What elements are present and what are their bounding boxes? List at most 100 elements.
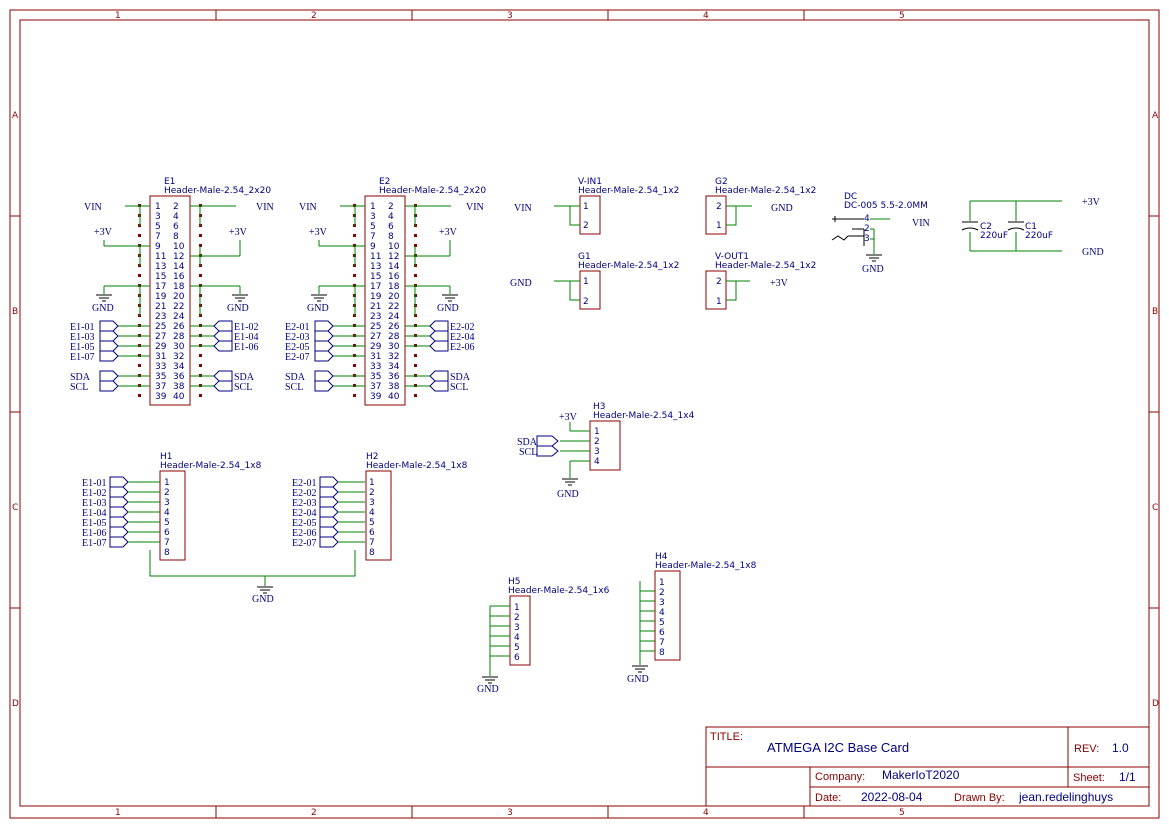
pin-number: 9	[370, 242, 376, 252]
pin-number: 10	[173, 242, 185, 252]
pin-number: 23	[155, 312, 166, 322]
pin-marker	[414, 234, 417, 237]
net-label-vin: VIN	[466, 202, 484, 213]
H3-value: Header-Male-2.54_1x4	[593, 411, 695, 421]
pin-number: 3	[369, 498, 375, 508]
net-flag	[314, 370, 334, 382]
H1-ref: H1	[160, 452, 173, 462]
pin-number: 2	[173, 202, 179, 212]
G1-ref: G1	[578, 252, 591, 262]
net-label: SCL	[234, 382, 252, 393]
net-flag	[109, 526, 129, 538]
pin-number: 4	[388, 212, 394, 222]
C2-value: 220uF	[980, 231, 1008, 241]
pin-number: 4	[369, 508, 375, 518]
pin-number: 29	[370, 342, 382, 352]
ground-symbol	[96, 294, 112, 302]
pin-number: 35	[155, 372, 166, 382]
pin-number: 24	[388, 312, 400, 322]
VOUT1-body	[705, 270, 727, 310]
pin-marker	[138, 234, 141, 237]
net-label: E1-06	[82, 528, 106, 539]
pin-number: 18	[173, 282, 185, 292]
pin-number: 23	[370, 312, 381, 322]
net-flag	[99, 340, 119, 352]
C1-ref: C1	[1025, 222, 1037, 232]
pin-number: 5	[155, 222, 161, 232]
net-label-vin: VIN	[84, 202, 102, 213]
net-label: E2-05	[292, 518, 316, 529]
net-flag	[109, 496, 129, 508]
net-label-sda: SDA	[517, 437, 538, 448]
pin-marker	[138, 394, 141, 397]
pin-number: 3	[594, 447, 600, 457]
net-label-gnd: GND	[227, 303, 249, 314]
pin-number: 3	[155, 212, 161, 222]
H2-value: Header-Male-2.54_1x8	[366, 461, 468, 471]
pin-number: 38	[388, 382, 400, 392]
pin-number: 1	[155, 202, 161, 212]
net-flag	[109, 476, 129, 488]
component-G2: G2 Header-Male-2.54_1x2 2 1 GND	[705, 177, 816, 235]
component-V-OUT1: V-OUT1 Header-Male-2.54_1x2 2 1 +3V	[705, 252, 816, 310]
pin-number: 5	[164, 518, 170, 528]
grid-row-label: A	[12, 111, 19, 121]
C1-value: 220uF	[1025, 231, 1053, 241]
pin-number: 25	[370, 322, 381, 332]
ground-symbol	[311, 294, 327, 302]
pin-number: 2	[583, 221, 589, 231]
net-label: E1-03	[70, 332, 94, 343]
pin-number: 20	[388, 292, 400, 302]
VIN1-ref: V-IN1	[578, 177, 602, 187]
E1-net-labels: E1-01E1-03E1-05E1-07SDASCLE1-02E1-04E1-0…	[70, 320, 258, 393]
VOUT1-ref: V-OUT1	[715, 252, 749, 262]
pin-number: 9	[155, 242, 161, 252]
net-flag	[429, 320, 449, 332]
ground-symbol	[562, 478, 578, 486]
net-label-gnd: GND	[477, 684, 499, 695]
net-label: E2-04	[450, 332, 474, 343]
net-label: E1-07	[70, 352, 94, 363]
net-flag	[314, 320, 334, 332]
net-label-gnd: GND	[510, 278, 532, 289]
net-label: SDA	[450, 372, 471, 383]
pin-number: 16	[173, 272, 185, 282]
pin-marker	[199, 354, 202, 357]
pin-number: 2	[594, 437, 600, 447]
component-G1: G1 Header-Male-2.54_1x2 1 2 GND	[510, 252, 679, 310]
net-label-gnd: GND	[92, 303, 114, 314]
pin-number: 39	[370, 392, 382, 402]
pin-number: 3	[659, 598, 665, 608]
pin-number: 1	[369, 478, 375, 488]
net-label-vin: VIN	[912, 218, 930, 229]
pin-number: 26	[173, 322, 185, 332]
net-flag	[429, 370, 449, 382]
pin-number: 8	[369, 548, 375, 558]
pin-number: 4	[164, 508, 170, 518]
rev-value: 1.0	[1112, 741, 1129, 755]
pin-number: 14	[388, 262, 400, 272]
net-label: E1-01	[70, 322, 94, 333]
net-label: E1-01	[82, 478, 106, 489]
net-flag	[99, 370, 119, 382]
net-label: E2-01	[292, 478, 316, 489]
net-flag	[319, 506, 339, 518]
net-flag	[319, 526, 339, 538]
net-label-3v: +3V	[439, 227, 458, 238]
pin-number: 34	[173, 362, 185, 372]
pin-marker	[414, 244, 417, 247]
net-label-3v: +3V	[229, 227, 248, 238]
pin-number: 13	[370, 262, 381, 272]
pin-number: 1	[370, 202, 376, 212]
pin-number: 32	[388, 352, 399, 362]
pin-marker	[138, 274, 141, 277]
pin-number: 6	[369, 528, 375, 538]
H3-ref: H3	[593, 402, 606, 412]
component-V-IN1: V-IN1 Header-Male-2.54_1x2 1 2 VIN	[514, 177, 679, 235]
net-flag	[99, 330, 119, 342]
net-flag	[99, 380, 119, 392]
